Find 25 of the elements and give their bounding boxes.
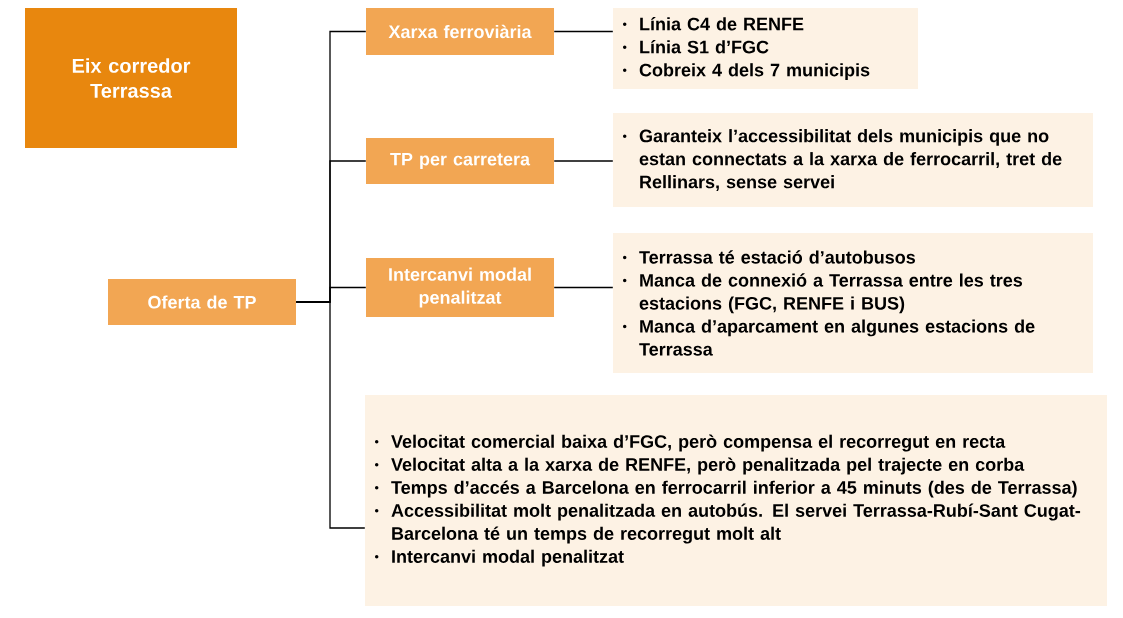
bullet-item: Manca de connexió a Terrassa entre les tres estacions (FGC, RENFE i BUS) [623,273,1023,314]
connector-line [553,286,614,289]
bullet-list-box [365,395,1107,606]
bullet-item: Cobreix 4 dels 7 municipis [623,63,870,80]
bullet-item: Terrassa té estació d’autobusos [623,250,915,264]
title-box: Eix corredor Terrassa [25,8,237,148]
bullet-item: Manca d’aparcament en algunes estacions de Terrassa [623,319,1035,356]
connector-line [295,301,366,529]
connector-line [553,160,614,162]
bullet-list-box [613,8,918,89]
bullet-item: Accessibilitat molt penalitzada en autobús. El servei Terrassa-Rubí-Sant Cugat-Barcelona té un temps de recorregut molt alt [375,503,1081,544]
bullet-item: Garanteix l’accessibilitat dels municipis que no estan connectats a la xarxa de ferrocarril, tret de Rellinars, sense servei [623,129,1062,191]
category-box: Xarxa ferroviària [366,8,554,55]
bullet-item: Temps d’accés a Barcelona en ferrocarril inferior a 45 minuts (des de Terrassa) [375,480,1077,498]
bullet-list-box [613,113,1093,207]
bullet-item: Velocitat alta a la xarxa de RENFE, però penalitzada pel trajecte en corba [375,457,1025,475]
bullet-item: Línia S1 d’FGC [623,40,769,54]
bullet-item: Velocitat comercial baixa d’FGC, però compensa el recorregut en recta [375,434,1006,452]
bullet-list-box [613,233,1093,373]
bullet-item: Línia C4 de RENFE [623,17,804,31]
connector-line [553,30,614,33]
category-box: TP per carretera [366,138,554,184]
category-box: Intercanvi modal penalitzat [366,258,554,317]
category-box: Oferta de TP [108,279,296,325]
bullet-item: Intercanvi modal penalitzat [375,549,624,567]
